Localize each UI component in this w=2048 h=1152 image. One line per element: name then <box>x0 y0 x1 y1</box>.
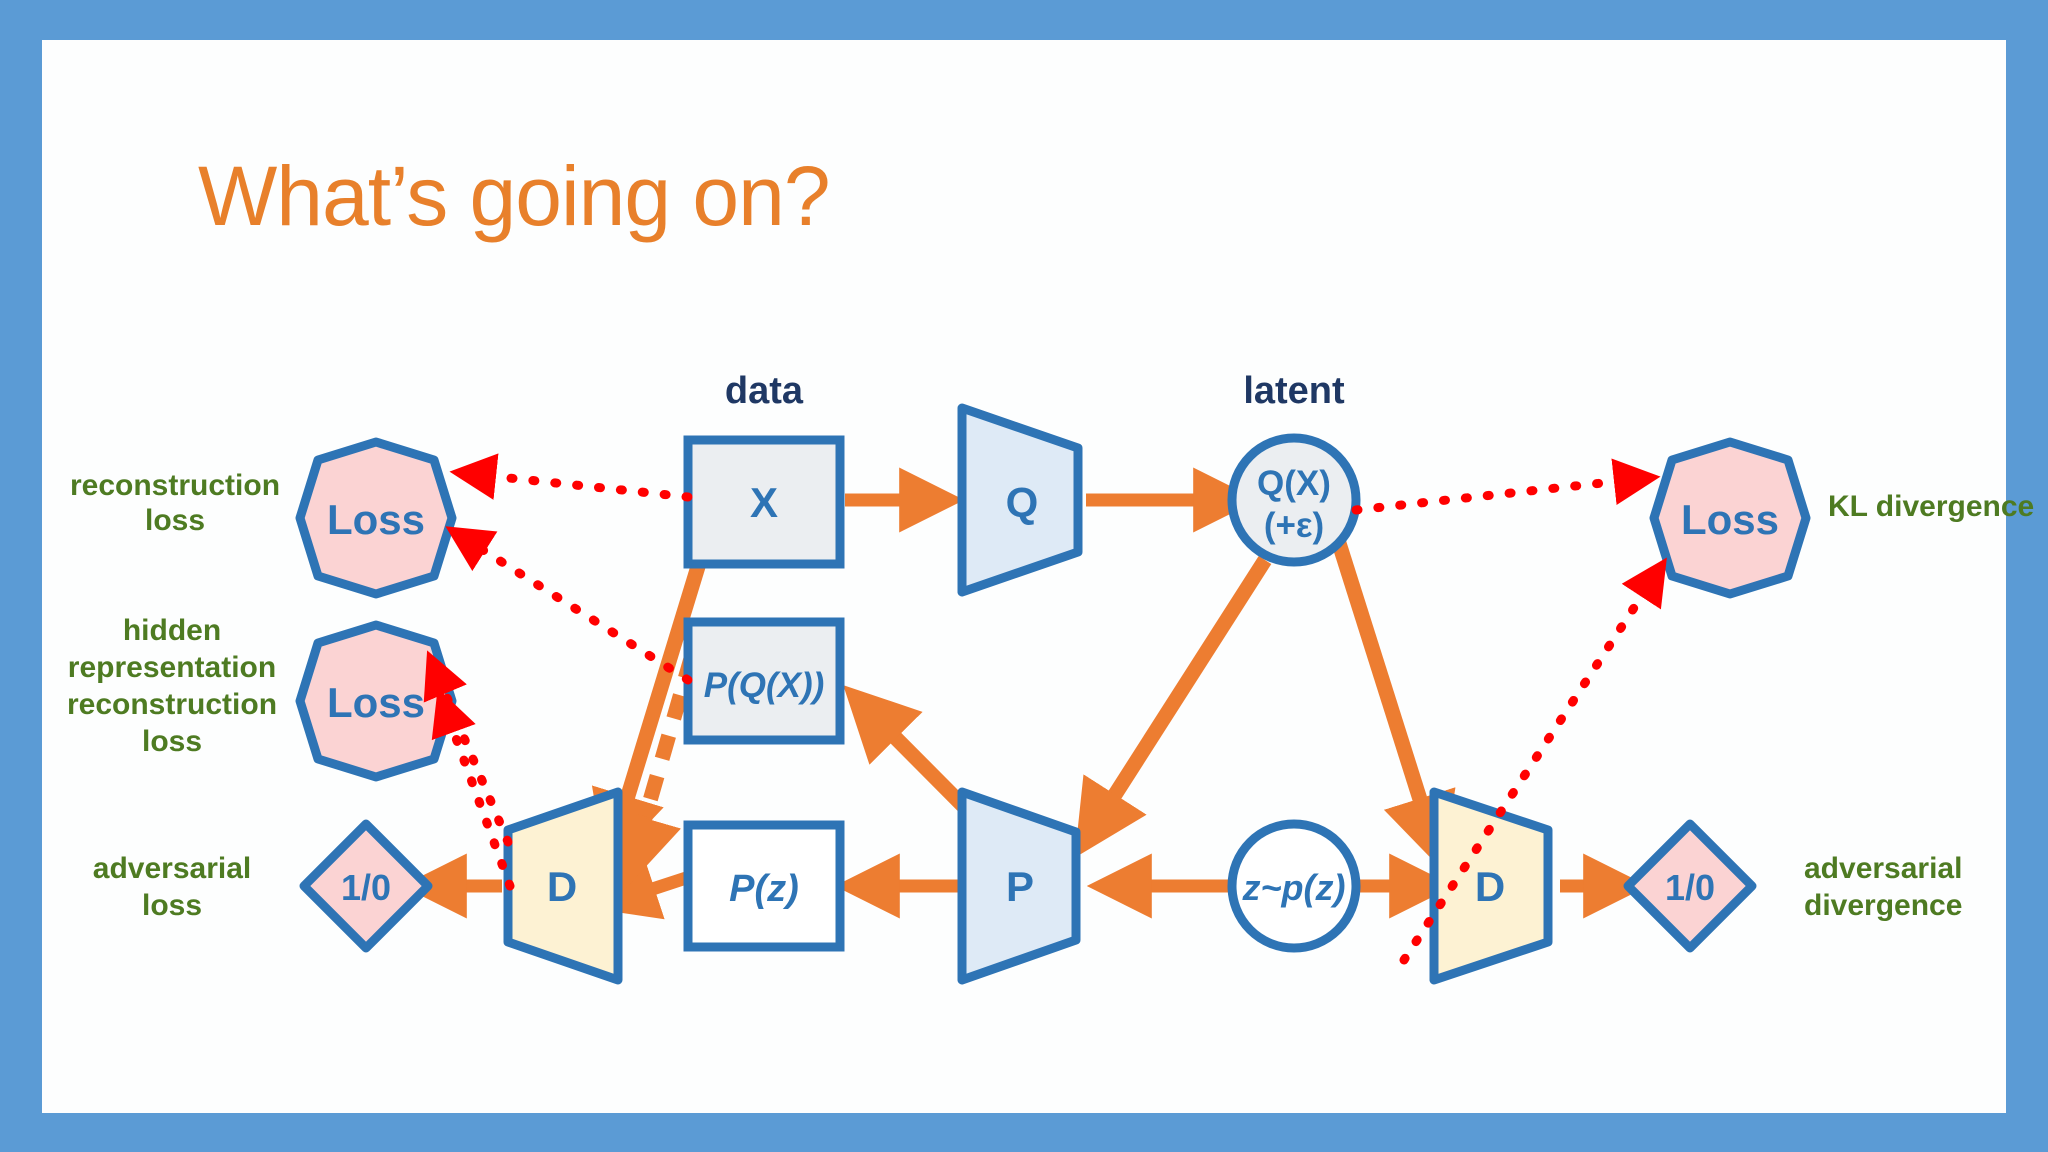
edge-qx-to-dright <box>1330 537 1456 871</box>
node-qx-circle[interactable]: Q(X) (+ε) <box>1227 433 1361 567</box>
adversarial-divergence-label: adversarial divergence <box>1804 852 1962 922</box>
node-pqx-box[interactable]: P(Q(X)) <box>683 617 845 745</box>
label-line: reconstruction <box>70 469 280 502</box>
node-label: Loss <box>327 496 425 543</box>
edge-x-to-lossrecon <box>449 453 693 502</box>
node-pz-box[interactable]: P(z) <box>683 820 845 952</box>
node-loss-kl[interactable]: Loss <box>1649 437 1811 599</box>
loss-edges <box>423 453 1667 965</box>
flow-edges <box>401 467 1649 920</box>
node-loss-recon[interactable]: Loss <box>295 437 457 599</box>
node-z-circle[interactable]: z~p(z) <box>1227 819 1361 953</box>
node-label: D <box>1475 863 1505 910</box>
node-label: 1/0 <box>341 867 391 908</box>
adversarial-loss-label: adversarial loss <box>93 852 251 922</box>
label-line: reconstruction <box>67 688 277 721</box>
node-label: 1/0 <box>1665 867 1715 908</box>
edge-pqx-to-dleft <box>608 652 700 891</box>
node-label: D <box>547 863 577 910</box>
node-label: Q <box>1006 479 1039 526</box>
label-line: adversarial <box>1804 852 1962 885</box>
node-label: Loss <box>327 679 425 726</box>
reconstruction-loss-label: reconstruction loss <box>70 469 280 537</box>
label-line: representation <box>68 651 276 684</box>
node-label-line2: (+ε) <box>1264 506 1324 545</box>
node-out-left[interactable]: 1/0 <box>299 819 433 953</box>
node-label: Loss <box>1681 496 1779 543</box>
node-label-line1: Q(X) <box>1257 464 1331 503</box>
node-loss-hidden[interactable]: Loss <box>295 620 457 782</box>
edge-pqx-to-lossrecon <box>445 526 693 685</box>
node-label: X <box>750 479 778 526</box>
label-line: divergence <box>1804 889 1962 922</box>
node-label: z~p(z) <box>1242 867 1346 908</box>
node-out-right[interactable]: 1/0 <box>1623 819 1757 953</box>
edge-dleft-to-losshidden-b <box>431 688 515 891</box>
hidden-representation-reconstruction-loss-label: hidden representation reconstruction los… <box>67 614 277 758</box>
node-label: P <box>1006 863 1034 910</box>
page-title: What’s going on? <box>198 149 831 243</box>
node-p-decoder[interactable]: P <box>957 787 1081 985</box>
edge-qx-to-p <box>1074 555 1272 858</box>
label-line: adversarial <box>93 852 251 885</box>
label-line: hidden <box>123 614 221 647</box>
edge-x-to-dleft <box>591 557 708 869</box>
node-q-encoder[interactable]: Q <box>957 403 1083 597</box>
edge-qx-to-losskl <box>1351 458 1661 515</box>
node-label: P(Q(X)) <box>704 666 825 705</box>
label-line: loss <box>142 725 202 758</box>
latent-label: latent <box>1243 370 1345 412</box>
label-line: KL divergence <box>1828 490 2034 523</box>
node-label: P(z) <box>729 868 799 910</box>
node-x-box[interactable]: X <box>683 435 845 569</box>
node-d-left[interactable]: D <box>503 787 623 985</box>
node-d-right[interactable]: D <box>1429 787 1553 985</box>
data-label: data <box>725 370 804 412</box>
label-line: loss <box>145 504 205 537</box>
kl-divergence-label: KL divergence <box>1828 490 2034 523</box>
label-line: loss <box>142 889 202 922</box>
